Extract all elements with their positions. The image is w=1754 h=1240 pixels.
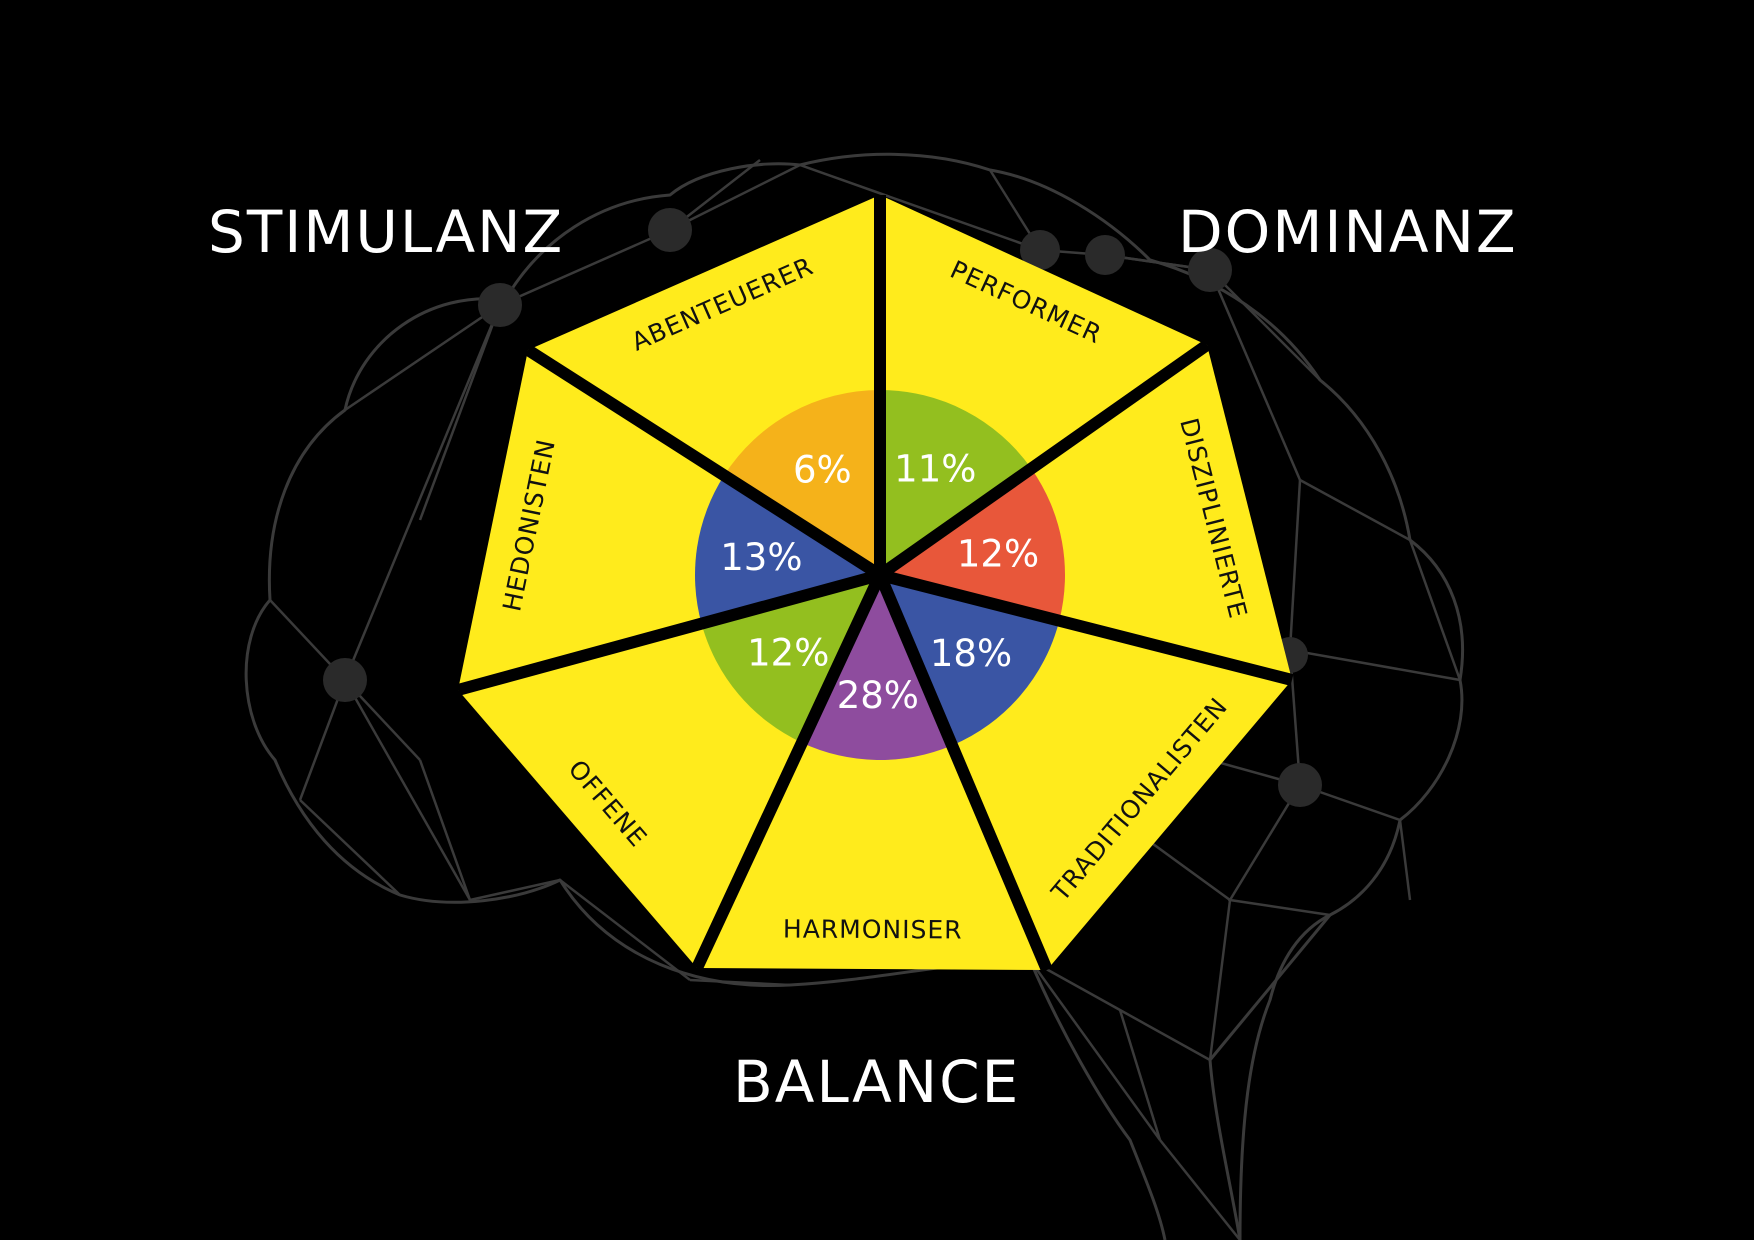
network-node [1188, 248, 1232, 292]
separator-line [874, 572, 1053, 973]
network-node [1020, 230, 1060, 270]
percent-label: 18% [930, 632, 1012, 675]
separator-line [456, 569, 882, 696]
network-node [478, 283, 522, 327]
brain-outline [244, 152, 1465, 1240]
wedge-harmoniser [801, 575, 953, 760]
percent-label: 12% [747, 631, 829, 674]
percent-label: 6% [793, 449, 852, 492]
group-label-dominanz: DOMINANZ [1178, 198, 1518, 266]
percent-label: 11% [894, 448, 976, 491]
separator-line [524, 344, 884, 581]
separator-line [691, 572, 886, 971]
group-label-balance: BALANCE [733, 1048, 1020, 1116]
percent-label: 12% [957, 532, 1039, 575]
percent-labels: 6%11%12%18%28%12%13% [720, 448, 1039, 717]
brain-network-nodes [323, 208, 1322, 807]
network-node [1278, 763, 1322, 807]
inner-circle [695, 390, 1066, 760]
wedge-traditionalisten [880, 575, 1060, 746]
percent-label: 13% [720, 536, 802, 579]
segment-label-harmoniser: HARMONISER [783, 914, 963, 944]
network-node [1085, 235, 1125, 275]
separator-line [876, 340, 1211, 580]
network-node [648, 208, 692, 252]
wedge-performer [880, 390, 1032, 575]
segment-hedonisten [458, 350, 880, 690]
wedge-abenteuerer [724, 390, 880, 575]
group-label-stimulanz: STIMULANZ [208, 198, 564, 266]
separator-line [878, 569, 1294, 686]
network-node [323, 658, 367, 702]
separator-lines [456, 195, 1294, 973]
segment-harmoniser [697, 575, 1047, 970]
percent-label: 28% [837, 674, 919, 717]
